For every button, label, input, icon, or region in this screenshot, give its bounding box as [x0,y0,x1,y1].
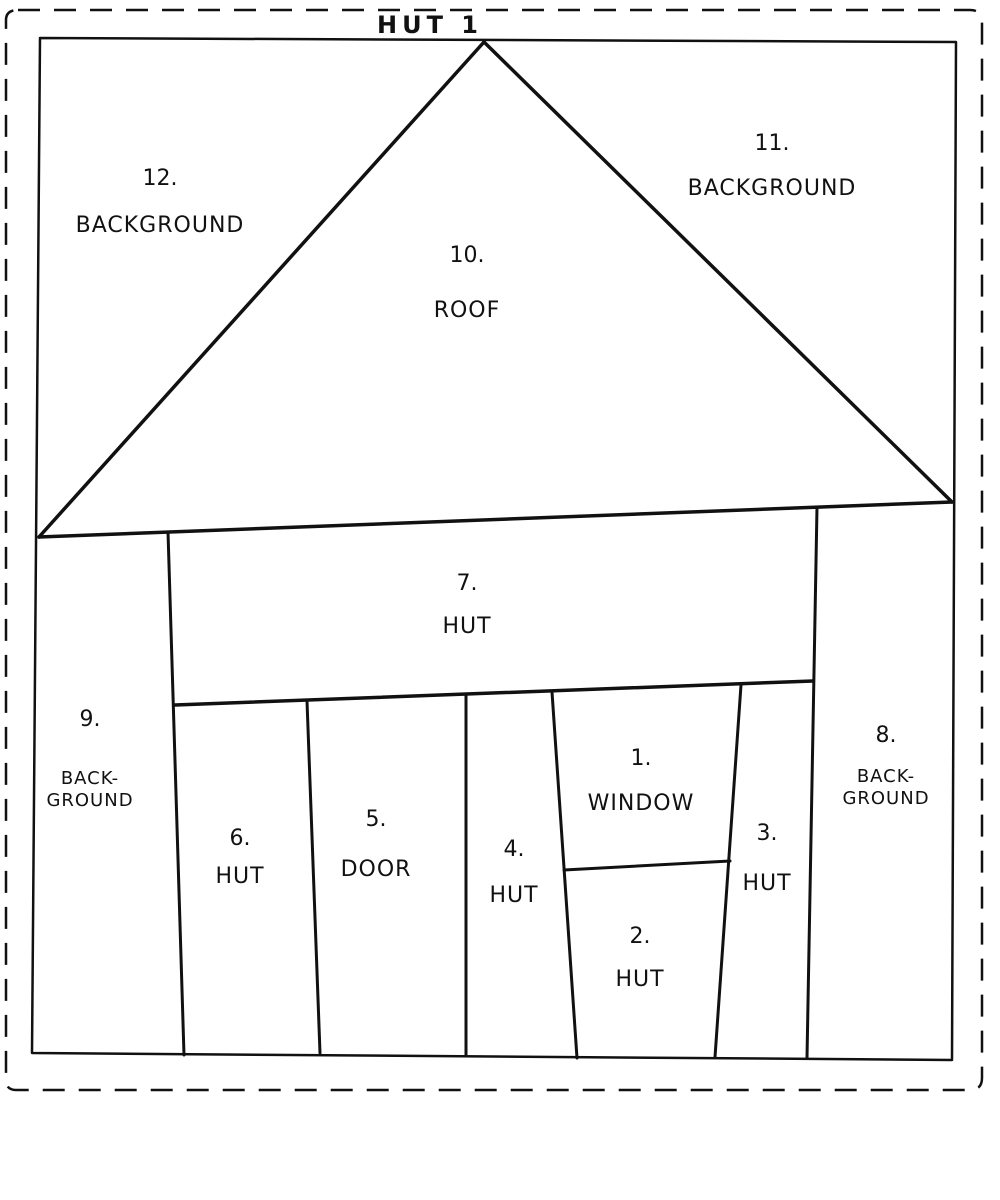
piece-name: GROUND [46,790,133,811]
piece-number: 11. [755,131,790,156]
piece-12-label: 12. BACKGROUND [76,166,245,238]
piece-name: GROUND [842,788,929,809]
piece-8-label: 8. BACK-GROUND [842,723,929,809]
piece-name: HUT [442,614,491,639]
piece-number: 7. [457,571,478,596]
piece-number: 2. [630,924,651,949]
roof-left-edge [37,40,486,539]
piece-number: 10. [450,243,485,268]
roof-base-line [37,500,954,539]
piece-9-label: 9. BACK-GROUND [46,707,133,811]
piece-number: 8. [876,723,897,748]
piece-name: ROOF [434,298,501,323]
divider-6-5 [305,699,322,1055]
piece-number: 6. [230,826,251,851]
piece-7-label: 7. HUT [442,571,491,639]
roof-right-edge [482,40,954,504]
piece-name: DOOR [341,857,412,882]
piece-4-label: 4. HUT [489,837,538,908]
piece-labels: 1. WINDOW 2. HUT 3. HUT 4. HUT 5. DOOR 6. HUT 7. HUT 8… [46,131,929,992]
divider-4-window [550,690,579,1060]
piece-name: HUT [215,864,264,889]
piece-11-label: 11. BACKGROUND [688,131,857,201]
piece-3-label: 3. HUT [742,821,791,896]
divider-window-3 [713,683,743,1059]
piece-name: HUT [615,967,664,992]
block-outline [30,36,958,1062]
piece-number: 9. [80,707,101,732]
window-bottom-line [562,859,732,872]
cutting-line-dashed-border [4,8,984,1092]
piece-number: 12. [143,166,178,191]
piece-1-label: 1. WINDOW [588,746,695,816]
left-background-divider [166,530,186,1057]
piece-name: BACK- [61,768,119,789]
piece-number: 4. [504,837,525,862]
pattern-title: HUT 1 [377,11,483,39]
piece-5-label: 5. DOOR [341,807,412,882]
piece-number: 5. [366,807,387,832]
right-background-divider [805,505,819,1060]
piece-6-label: 6. HUT [215,826,264,889]
piece-name: WINDOW [588,791,695,816]
piece-number: 3. [757,821,778,846]
piece-2-label: 2. HUT [615,924,664,992]
piece-name: HUT [742,871,791,896]
piece-name: BACK- [857,766,915,787]
piece-name: HUT [489,883,538,908]
piece-number: 1. [631,746,652,771]
piece-10-label: 10. ROOF [434,243,501,323]
piece-name: BACKGROUND [76,213,245,238]
piece-name: BACKGROUND [688,176,857,201]
hut-band-bottom-line [173,679,815,707]
